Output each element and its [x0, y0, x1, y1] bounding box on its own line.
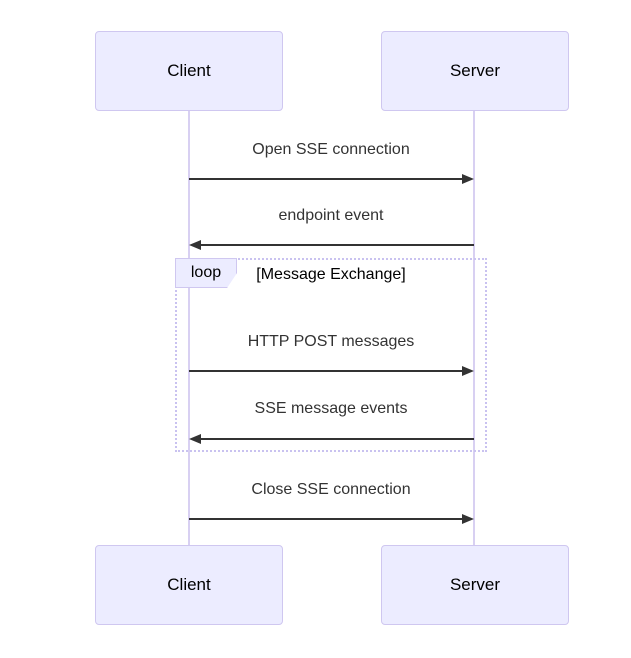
actor-server-bottom: Server: [381, 545, 569, 625]
arrowhead-right-icon: [462, 174, 474, 184]
loop-label-tab: loop: [175, 258, 237, 288]
message-arrow-endpoint-event: [189, 240, 474, 250]
message-arrow-open-sse-connection: [189, 174, 474, 184]
arrowhead-right-icon: [462, 514, 474, 524]
arrow-shaft: [189, 178, 463, 180]
arrow-shaft: [200, 244, 474, 246]
actor-client-bottom: Client: [95, 545, 283, 625]
actor-server-top: Server: [381, 31, 569, 111]
server-lifeline: [473, 111, 475, 545]
loop-label: loop: [190, 264, 222, 281]
loop-condition: [Message Exchange]: [256, 266, 406, 283]
message-label-open-sse-connection: Open SSE connection: [252, 141, 410, 158]
message-label-sse-message-events: SSE message events: [254, 400, 408, 417]
message-arrow-close-sse-connection: [189, 514, 474, 524]
message-arrow-sse-message-events: [189, 434, 474, 444]
message-label-endpoint-event: endpoint event: [278, 207, 384, 224]
arrow-shaft: [200, 438, 474, 440]
message-arrow-http-post-messages: [189, 366, 474, 376]
message-label-close-sse-connection: Close SSE connection: [251, 481, 411, 498]
arrowhead-left-icon: [189, 434, 201, 444]
actor-label-client: Client: [167, 61, 211, 80]
loop-frame: [175, 258, 487, 452]
arrowhead-right-icon: [462, 366, 474, 376]
actor-label-client: Client: [167, 575, 211, 594]
actor-label-server: Server: [449, 575, 501, 594]
actor-label-server: Server: [449, 61, 501, 80]
arrow-shaft: [189, 370, 463, 372]
client-lifeline: [188, 111, 190, 545]
arrowhead-left-icon: [189, 240, 201, 250]
actor-client-top: Client: [95, 31, 283, 111]
arrow-shaft: [189, 518, 463, 520]
message-label-http-post-messages: HTTP POST messages: [247, 333, 415, 350]
